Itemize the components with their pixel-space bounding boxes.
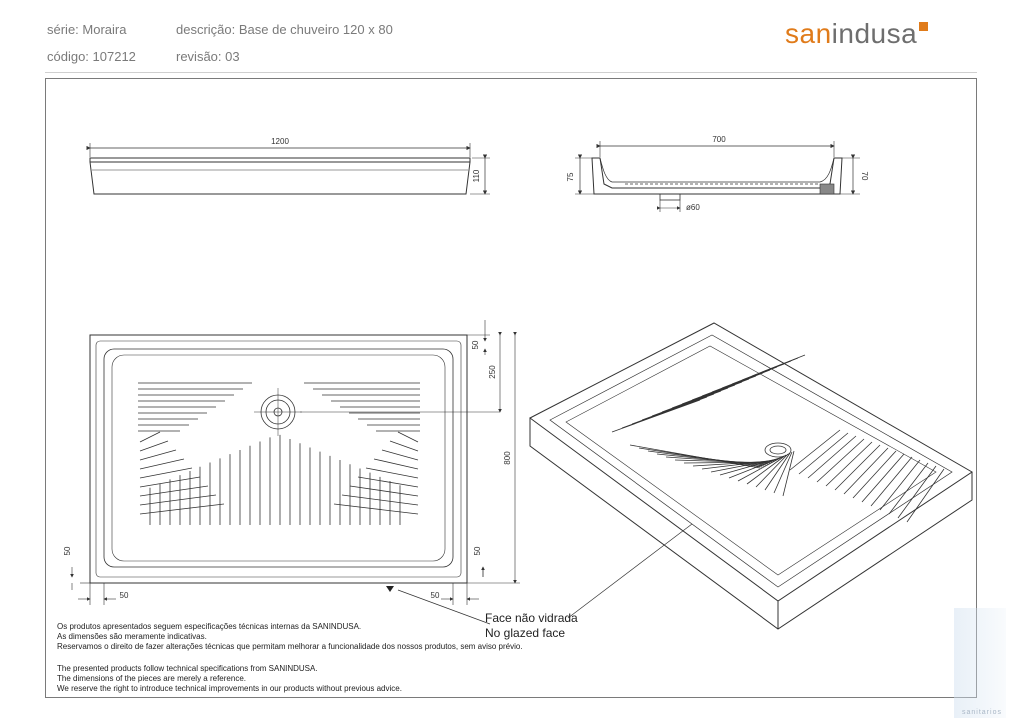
logo-part-san: san (785, 18, 832, 49)
perspective-rib (879, 459, 921, 511)
plan-rib (357, 476, 419, 488)
plan-rib (139, 467, 193, 479)
face-label-pt: Face não vidrada (485, 611, 578, 625)
perspective-rib (746, 454, 787, 485)
dim-plan-50-top: 50 (471, 340, 480, 349)
perspective-rib (834, 444, 881, 491)
plan-dimensions (70, 320, 520, 605)
plan-rib (365, 467, 419, 479)
dim-side-width: 700 (712, 135, 726, 144)
plan-rib (381, 449, 419, 461)
plan-anti-slip-ribs (138, 382, 420, 525)
perspective-rib (761, 354, 806, 373)
plan-view (89, 334, 468, 584)
perspective-rib (906, 468, 945, 523)
plan-rib (389, 440, 419, 452)
perspective-rib (782, 450, 795, 497)
note-pt-2: As dimensões são meramente indicativas. (57, 632, 207, 641)
face-leader-line (567, 523, 693, 619)
dim-side-height-right: 70 (860, 172, 869, 181)
note-en-2: The dimensions of the pieces are merely … (57, 674, 246, 683)
watermark: sanitarios (954, 608, 1006, 718)
note-en-3: We reserve the right to introduce techni… (57, 684, 402, 693)
face-leader-line-plan (397, 589, 491, 625)
dim-plan-800: 800 (503, 451, 512, 465)
perspective-rib (852, 450, 897, 499)
perspective-rib (773, 451, 793, 494)
perspective-anti-slip-ribs (611, 354, 945, 523)
note-pt-3: Reservamos o direito de fazer alterações… (57, 642, 523, 651)
revisao-label: revisão: 03 (176, 49, 240, 64)
perspective-rib (728, 456, 783, 479)
face-arrow-icon (386, 586, 394, 592)
side-section-view (575, 141, 860, 212)
dim-plan-50-bottom-right: 50 (431, 591, 440, 600)
perspective-rib (816, 438, 865, 483)
perspective-rib (870, 456, 913, 507)
perspective-rib (861, 453, 905, 503)
serie-label: série: Moraira (47, 22, 127, 37)
drawing-frame (45, 78, 977, 698)
perspective-rib (719, 457, 781, 476)
plan-rib (341, 494, 419, 506)
face-label-en: No glazed face (485, 626, 566, 640)
dim-side-height-left: 75 (566, 172, 575, 181)
logo-mark-icon (919, 22, 929, 31)
perspective-rib (825, 441, 873, 487)
dim-top-length: 1200 (271, 137, 289, 146)
plan-rib (397, 431, 419, 443)
note-pt-1: Os produtos apresentados seguem especifi… (57, 622, 362, 631)
plan-rib (139, 431, 161, 443)
plan-rib (349, 485, 419, 497)
plan-rib (139, 494, 217, 506)
perspective-rib (807, 435, 857, 479)
plan-rib (139, 449, 177, 461)
codigo-label: código: 107212 (47, 49, 136, 64)
perspective-rib (798, 432, 849, 475)
perspective-rib (897, 465, 937, 519)
note-en-1: The presented products follow technical … (57, 664, 318, 673)
perspective-rib (710, 458, 779, 473)
plan-rib (373, 458, 419, 470)
dim-plan-50-bottom-left: 50 (120, 591, 129, 600)
header-rule (45, 72, 977, 73)
perspective-rib (843, 447, 889, 495)
dim-drain-diameter: ø60 (686, 203, 700, 212)
plan-rib (139, 485, 209, 497)
perspective-rib (755, 453, 789, 488)
plan-rib (333, 503, 419, 515)
watermark-text: sanitarios (962, 709, 1002, 716)
plan-rib (139, 476, 201, 488)
perspective-view (529, 322, 973, 630)
dim-plan-50-right: 50 (473, 546, 482, 555)
plan-rib (139, 458, 185, 470)
perspective-rib (789, 429, 841, 471)
logo-part-indusa: indusa (831, 18, 918, 49)
perspective-rib (764, 452, 791, 491)
descricao-label: descrição: Base de chuveiro 120 x 80 (176, 22, 393, 37)
perspective-rib (888, 462, 929, 515)
perspective-rib (737, 455, 785, 482)
plan-rib (139, 440, 169, 452)
dim-plan-250: 250 (488, 365, 497, 379)
sanindusa-logo: sanindusa (785, 18, 929, 50)
front-elevation-view (86, 143, 490, 195)
dim-top-height: 110 (472, 169, 481, 182)
plan-rib (139, 503, 225, 515)
dim-plan-50-left: 50 (63, 546, 72, 555)
